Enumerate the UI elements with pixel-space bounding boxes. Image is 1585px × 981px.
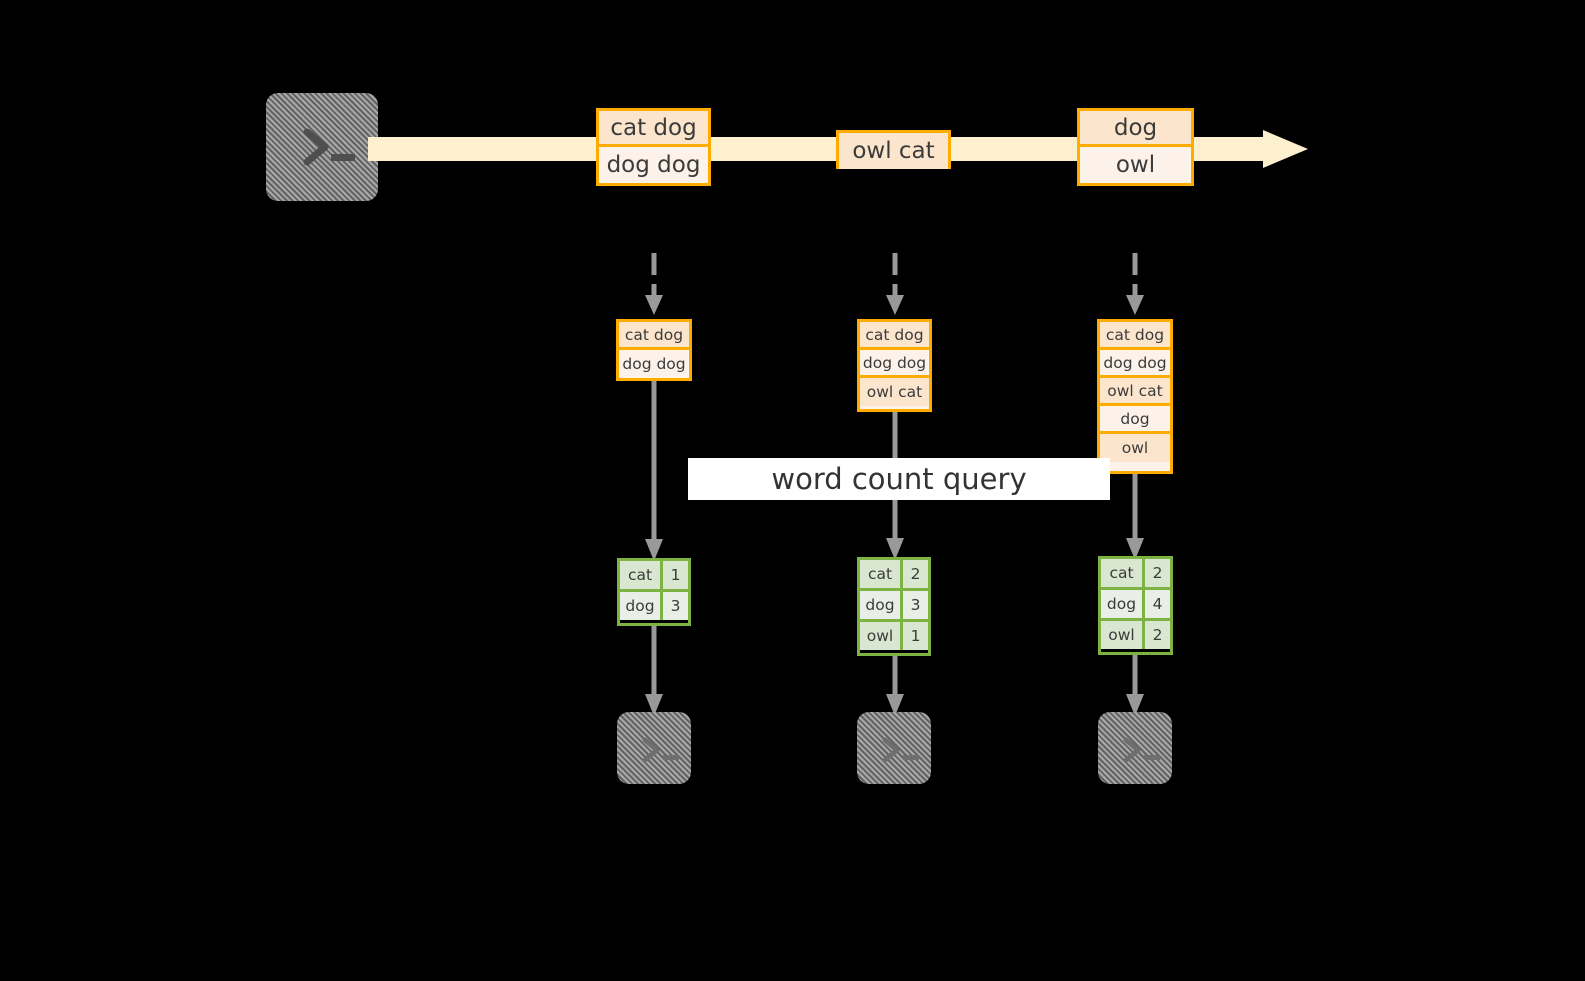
record-line: dog dog (599, 147, 708, 183)
snapshot-line: owl (1100, 434, 1170, 462)
table-cell-count: 4 (1145, 590, 1170, 618)
sink-terminal-icon (617, 712, 691, 784)
snapshot-line: dog dog (1100, 350, 1170, 378)
source-terminal-icon (266, 93, 378, 201)
table-cell-count: 1 (663, 561, 688, 589)
snapshot-stack: cat dog dog dog (616, 319, 692, 381)
record-line: owl (1080, 147, 1191, 183)
record-line: dog (1080, 111, 1191, 147)
result-to-sink-connector (645, 626, 663, 718)
result-to-sink-connector (1126, 655, 1144, 718)
table-row: owl 2 (1101, 621, 1170, 649)
table-cell-count: 2 (1145, 559, 1170, 587)
snapshot-line: cat dog (860, 322, 929, 350)
record-line: owl cat (839, 133, 948, 169)
table-cell-word: owl (1101, 621, 1145, 649)
snapshot-stack: cat dog dog dog owl cat dog owl (1097, 319, 1173, 474)
table-row: dog 3 (620, 592, 688, 620)
stream-to-snapshot-connector (1126, 253, 1144, 319)
stream-to-snapshot-connector (886, 253, 904, 319)
table-cell-word: owl (860, 622, 903, 650)
result-table: cat 2 dog 3 owl 1 (857, 557, 931, 656)
snapshot-to-result-connector (645, 381, 663, 563)
table-cell-word: dog (860, 591, 903, 619)
snapshot-line: dog (1100, 406, 1170, 434)
snapshot-line: dog dog (860, 350, 929, 378)
table-row: owl 1 (860, 622, 928, 650)
result-to-sink-connector (886, 656, 904, 718)
table-row: cat 1 (620, 561, 688, 592)
table-cell-word: cat (620, 561, 663, 589)
stream-record: dog owl (1077, 108, 1194, 186)
result-table: cat 1 dog 3 (617, 558, 691, 626)
table-cell-count: 3 (663, 592, 688, 620)
table-cell-count: 2 (1145, 621, 1170, 649)
sink-terminal-icon (857, 712, 931, 784)
snapshot-stack: cat dog dog dog owl cat (857, 319, 932, 412)
snapshot-line: cat dog (619, 322, 689, 350)
stream-record: cat dog dog dog (596, 108, 711, 186)
table-cell-word: cat (860, 560, 903, 588)
snapshot-line: owl cat (860, 378, 929, 406)
query-label: word count query (688, 458, 1110, 500)
table-row: dog 3 (860, 591, 928, 622)
table-cell-word: dog (1101, 590, 1145, 618)
table-cell-count: 2 (903, 560, 928, 588)
table-cell-word: cat (1101, 559, 1145, 587)
record-line: cat dog (599, 111, 708, 147)
table-row: dog 4 (1101, 590, 1170, 621)
stream-to-snapshot-connector (645, 253, 663, 319)
snapshot-to-result-connector (1126, 474, 1144, 562)
table-row: cat 2 (860, 560, 928, 591)
result-table: cat 2 dog 4 owl 2 (1098, 556, 1173, 655)
stream-record: owl cat (836, 130, 951, 169)
table-cell-count: 3 (903, 591, 928, 619)
snapshot-line: cat dog (1100, 322, 1170, 350)
table-cell-word: dog (620, 592, 663, 620)
sink-terminal-icon (1098, 712, 1172, 784)
table-row: cat 2 (1101, 559, 1170, 590)
snapshot-line: dog dog (619, 350, 689, 378)
snapshot-line: owl cat (1100, 378, 1170, 406)
query-label-text: word count query (771, 462, 1027, 496)
table-cell-count: 1 (903, 622, 928, 650)
